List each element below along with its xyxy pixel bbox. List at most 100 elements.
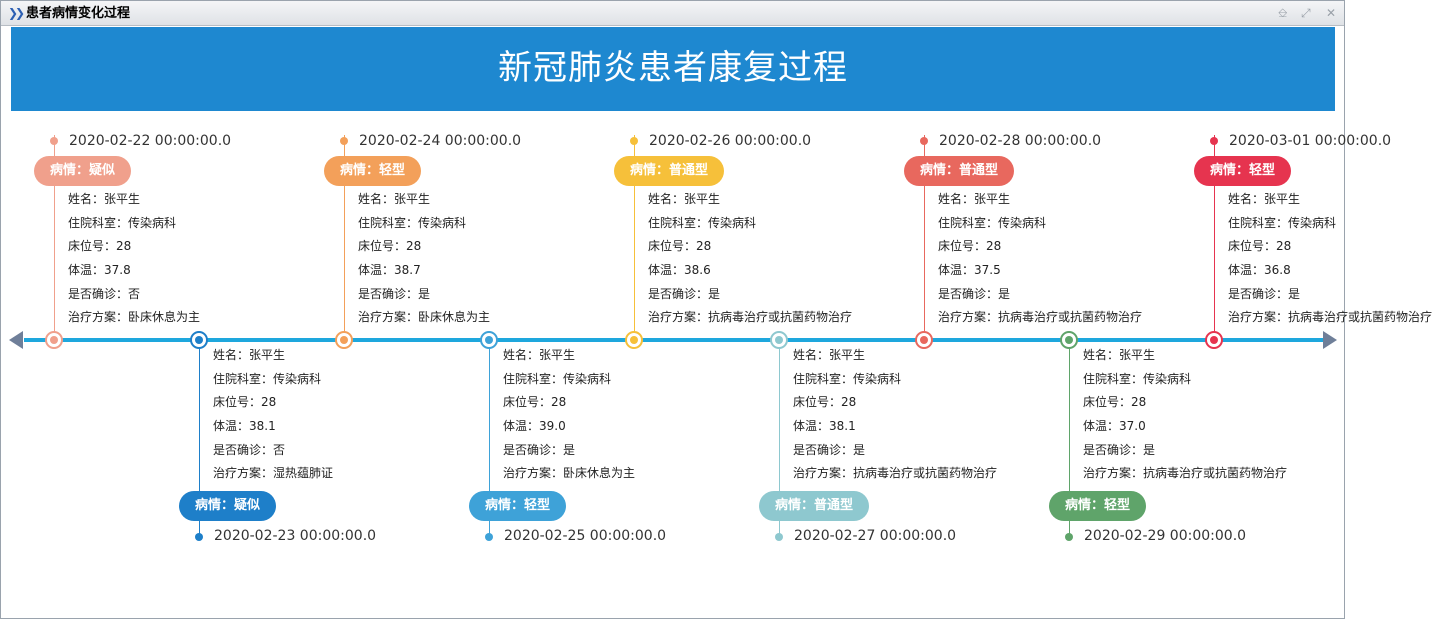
info-label: 是否确诊：: [648, 286, 709, 301]
info-label: 住院科室：: [648, 215, 709, 230]
info-value: 是: [1143, 442, 1156, 457]
info-label: 姓名：: [793, 348, 830, 362]
timeline-axis: [24, 338, 1324, 342]
timeline-node[interactable]: [1205, 331, 1223, 349]
info-value: 卧床休息为主: [418, 310, 491, 325]
timeline-node[interactable]: [190, 331, 208, 349]
info-label: 床位号：: [793, 395, 842, 410]
info-row-plan: 治疗方案：卧床休息为主: [503, 463, 635, 487]
event-date: 2020-02-27 00:00:00.0: [794, 528, 957, 544]
event-date: 2020-02-26 00:00:00.0: [649, 133, 812, 149]
info-value: 传染病科: [418, 215, 467, 230]
info-value: 37.8: [104, 263, 131, 278]
info-row-confirmed: 是否确诊：是: [1228, 284, 1432, 308]
event-dot: [1065, 533, 1073, 541]
double-chevron-icon: ❯❯: [8, 6, 25, 20]
info-value: 抗病毒治疗或抗菌药物治疗: [1288, 310, 1432, 325]
info-row-dept: 住院科室：传染病科: [1228, 213, 1432, 237]
info-row-name: 姓名：张平生: [938, 189, 1142, 213]
timeline-node[interactable]: [625, 331, 643, 349]
event-dot: [920, 137, 928, 145]
info-value: 传染病科: [998, 215, 1047, 230]
info-row-name: 姓名：张平生: [68, 189, 200, 213]
info-label: 住院科室：: [358, 215, 419, 230]
info-value: 是: [853, 442, 866, 457]
info-row-bed: 床位号：28: [358, 236, 490, 260]
info-label: 治疗方案：: [1228, 310, 1289, 325]
timeline-node[interactable]: [1060, 331, 1078, 349]
info-label: 住院科室：: [1228, 215, 1289, 230]
info-value: 38.1: [249, 419, 276, 434]
info-value: 是: [563, 442, 576, 457]
info-label: 治疗方案：: [793, 466, 854, 481]
info-row-plan: 治疗方案：抗病毒治疗或抗菌药物治疗: [1228, 307, 1432, 331]
info-value: 传染病科: [128, 215, 177, 230]
pin-icon[interactable]: ⎒: [1278, 6, 1288, 20]
maximize-icon[interactable]: ⤢: [1301, 6, 1311, 20]
timeline-node[interactable]: [770, 331, 788, 349]
status-badge: 病情：普通型: [759, 491, 870, 521]
info-label: 床位号：: [68, 239, 117, 254]
info-row-bed: 床位号：28: [648, 236, 852, 260]
close-icon[interactable]: ✕: [1326, 6, 1337, 20]
info-value: 是: [708, 286, 721, 301]
axis-arrow-right-icon: [1323, 331, 1337, 349]
info-value: 是: [998, 286, 1011, 301]
timeline-node[interactable]: [915, 331, 933, 349]
info-row-temp: 体温：37.0: [1083, 416, 1287, 440]
info-label: 体温：: [1228, 263, 1265, 278]
event-date: 2020-02-24 00:00:00.0: [359, 133, 522, 149]
info-row-dept: 住院科室：传染病科: [938, 213, 1142, 237]
info-row-name: 姓名：张平生: [1083, 345, 1287, 369]
info-value: 否: [128, 286, 141, 301]
info-label: 体温：: [648, 263, 685, 278]
info-row-bed: 床位号：28: [503, 392, 635, 416]
title-bar: ❯❯ 患者病情变化过程 ⎒ ⤢ ✕: [1, 1, 1344, 26]
info-row-dept: 住院科室：传染病科: [793, 369, 997, 393]
info-label: 治疗方案：: [938, 310, 999, 325]
info-value: 抗病毒治疗或抗菌药物治疗: [853, 466, 998, 481]
timeline-node[interactable]: [480, 331, 498, 349]
info-row-bed: 床位号：28: [938, 236, 1142, 260]
event-dot: [485, 533, 493, 541]
timeline-node[interactable]: [335, 331, 353, 349]
info-row-plan: 治疗方案：抗病毒治疗或抗菌药物治疗: [793, 463, 997, 487]
timeline-node[interactable]: [45, 331, 63, 349]
info-value: 湿热蕴肺证: [273, 466, 334, 481]
event-connector: [54, 135, 55, 340]
info-value: 传染病科: [563, 371, 612, 386]
info-row-confirmed: 是否确诊：否: [213, 440, 333, 464]
event-date: 2020-02-25 00:00:00.0: [504, 528, 667, 544]
info-row-bed: 床位号：28: [793, 392, 997, 416]
event-dot: [630, 137, 638, 145]
info-row-confirmed: 是否确诊：是: [938, 284, 1142, 308]
info-label: 是否确诊：: [68, 286, 129, 301]
info-value: 传染病科: [273, 371, 322, 386]
info-row-dept: 住院科室：传染病科: [213, 369, 333, 393]
info-value: 卧床休息为主: [563, 466, 636, 481]
info-row-name: 姓名：张平生: [648, 189, 852, 213]
info-value: 28: [986, 239, 1002, 254]
info-value: 38.1: [829, 419, 856, 434]
info-label: 床位号：: [1083, 395, 1132, 410]
info-value: 否: [273, 442, 286, 457]
info-row-plan: 治疗方案：卧床休息为主: [358, 307, 490, 331]
status-badge: 病情：轻型: [324, 156, 422, 186]
event-connector: [634, 135, 635, 340]
info-label: 姓名：: [503, 348, 540, 362]
event-connector: [924, 135, 925, 340]
info-label: 体温：: [793, 419, 830, 434]
info-label: 治疗方案：: [648, 310, 709, 325]
status-badge: 病情：轻型: [1194, 156, 1292, 186]
info-row-dept: 住院科室：传染病科: [648, 213, 852, 237]
info-row-name: 姓名：张平生: [793, 345, 997, 369]
info-label: 治疗方案：: [213, 466, 274, 481]
info-value: 卧床休息为主: [128, 310, 201, 325]
status-badge: 病情：疑似: [179, 491, 277, 521]
info-value: 张平生: [1119, 348, 1156, 362]
status-badge: 病情：轻型: [1049, 491, 1147, 521]
